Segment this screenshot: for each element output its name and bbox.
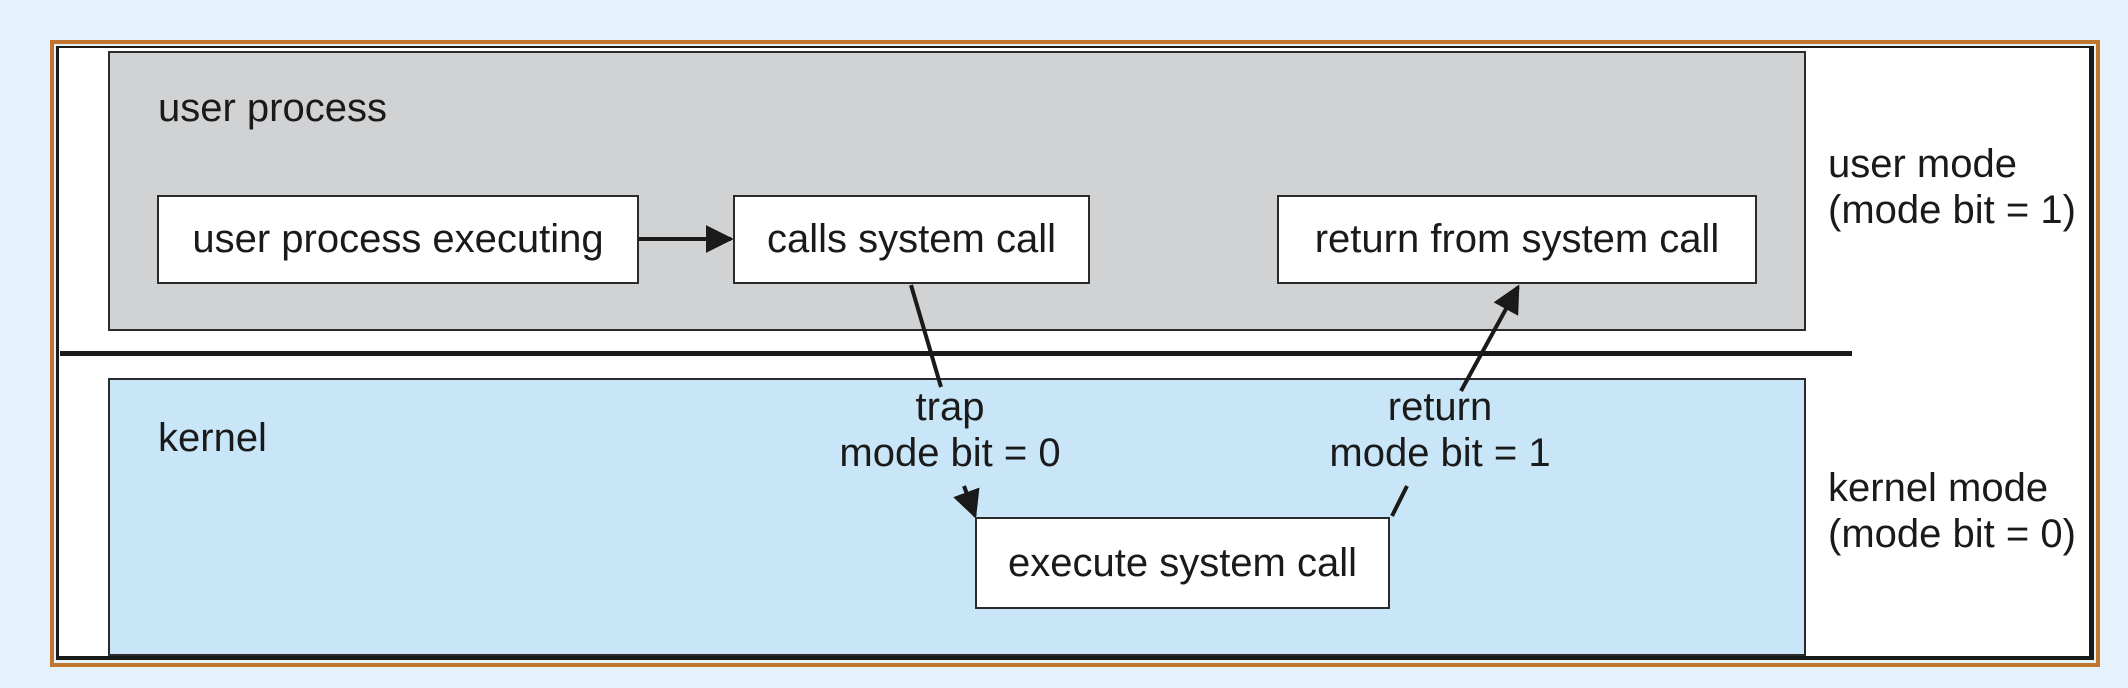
- return-from-system-call-box: return from system call: [1277, 195, 1757, 284]
- kernel-mode-label-line1: kernel mode: [1828, 466, 2049, 510]
- trap-label-line2: mode bit = 0: [839, 431, 1061, 475]
- outer-frame: [50, 40, 2100, 667]
- kernel-mode-label: kernel mode (mode bit = 0): [1828, 465, 2076, 557]
- trap-label-line1: trap: [915, 385, 985, 429]
- mode-divider-line: [60, 351, 1852, 356]
- execute-system-call-box: execute system call: [975, 517, 1390, 609]
- user-process-label: user process: [158, 86, 387, 130]
- return-label-line2: mode bit = 1: [1329, 431, 1551, 475]
- return-label-line1: return: [1387, 385, 1493, 429]
- kernel-label: kernel: [158, 416, 267, 460]
- calls-system-call-box: calls system call: [733, 195, 1090, 284]
- user-mode-label-line2: (mode bit = 1): [1828, 188, 2076, 232]
- trap-label: trap mode bit = 0: [820, 384, 1080, 476]
- kernel-mode-label-line2: (mode bit = 0): [1828, 512, 2076, 556]
- user-process-executing-box: user process executing: [157, 195, 639, 284]
- return-label: return mode bit = 1: [1310, 384, 1570, 476]
- user-process-region: [108, 51, 1806, 331]
- user-mode-label-line1: user mode: [1828, 142, 2017, 186]
- user-mode-label: user mode (mode bit = 1): [1828, 141, 2076, 233]
